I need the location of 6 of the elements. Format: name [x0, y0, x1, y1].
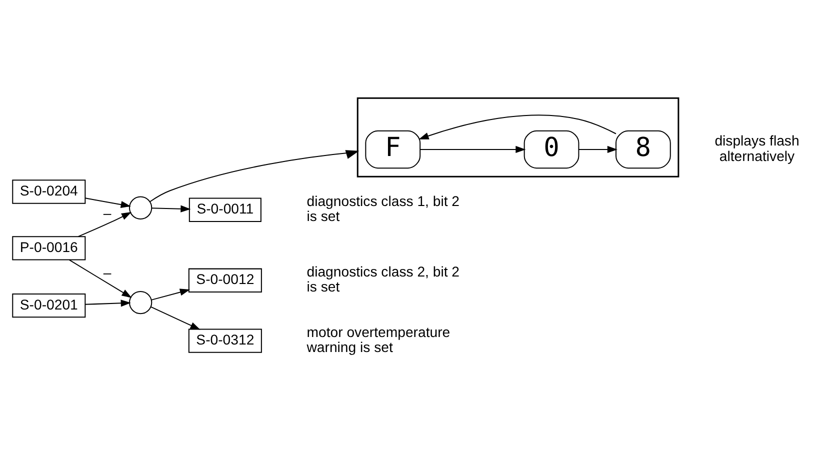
- node-label: motor overtemperature warning is set: [306, 324, 450, 355]
- edge-label: –: [103, 264, 112, 280]
- node-label: diagnostics class 2, bit 2 is set: [306, 263, 460, 294]
- edge-label: –: [103, 204, 112, 221]
- node-label: displays flash alternatively: [714, 132, 800, 164]
- node-label: diagnostics class 1, bit 2 is set: [306, 192, 460, 224]
